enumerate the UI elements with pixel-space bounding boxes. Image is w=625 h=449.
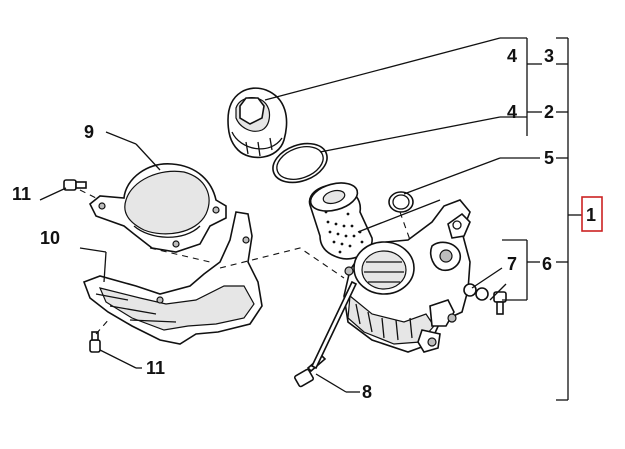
- o-ring-small-inner: [392, 194, 410, 210]
- assembly-line-4: [95, 317, 111, 335]
- callout-10[interactable]: 10: [40, 228, 60, 248]
- washer-b: [475, 287, 489, 301]
- assembly-line-5: [399, 211, 411, 241]
- selected-callout-box: [581, 196, 603, 232]
- assembly-line-3: [79, 189, 97, 199]
- filter-cover: [227, 87, 288, 159]
- lower-shield: [82, 211, 263, 345]
- filter-element: [308, 182, 373, 260]
- bolt-upper: [63, 179, 87, 191]
- callout-11-lower[interactable]: 11: [146, 358, 165, 378]
- heat-shield-cover: [88, 163, 227, 253]
- leader-lines: [39, 37, 582, 401]
- callout-9[interactable]: 9: [84, 122, 94, 142]
- callout-3[interactable]: 3: [544, 46, 554, 66]
- callout-2[interactable]: 2: [544, 102, 554, 122]
- callout-1[interactable]: 1: [586, 205, 596, 225]
- o-ring-large-inner: [276, 146, 324, 180]
- long-bolt: [294, 280, 358, 388]
- callout-8[interactable]: 8: [362, 382, 372, 402]
- banjo-bolt: [493, 291, 507, 315]
- callout-5[interactable]: 5: [544, 148, 554, 168]
- bolt-lower: [89, 331, 101, 353]
- filter-housing: [343, 199, 471, 353]
- callout-11-upper[interactable]: 11: [12, 184, 31, 204]
- assembly-line-1: [219, 247, 345, 279]
- callout-4-mid[interactable]: 4: [507, 102, 517, 122]
- callout-7[interactable]: 7: [507, 254, 517, 274]
- callout-6[interactable]: 6: [542, 254, 552, 274]
- callout-4-top[interactable]: 4: [507, 46, 517, 66]
